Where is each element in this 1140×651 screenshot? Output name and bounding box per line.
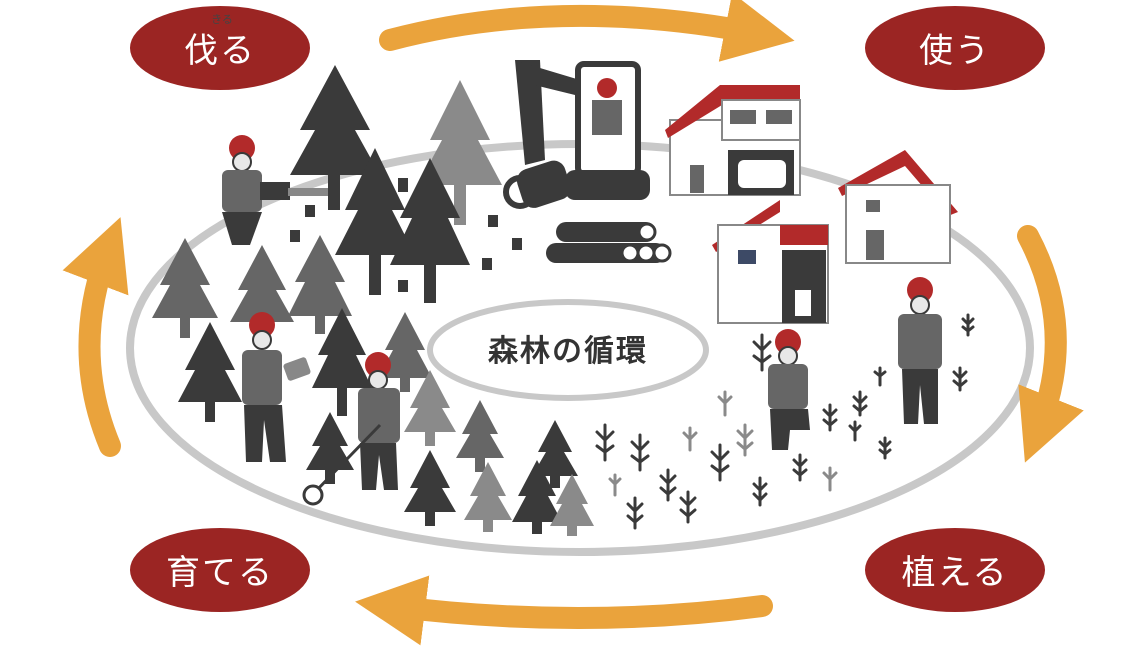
worker-icon <box>768 329 810 450</box>
conifer-tree-icon <box>404 450 456 526</box>
seedling-icon <box>710 443 730 482</box>
conifer-tree-icon <box>152 238 218 338</box>
seedling-icon <box>852 390 868 417</box>
seedlings <box>595 313 975 530</box>
seedling-icon <box>752 333 772 372</box>
arrow-right <box>1017 225 1084 463</box>
seedling-icon <box>752 476 768 507</box>
stage-ruby-cut: きる <box>211 13 233 26</box>
stage-label-cut: 伐る <box>184 31 256 71</box>
conifer-tree-icon <box>335 148 415 295</box>
stage-badge-plant: 植える <box>865 528 1045 612</box>
stage-badge-cut: きる 伐る <box>130 6 310 90</box>
conifer-tree-icon <box>404 370 456 446</box>
center-label: 森林の循環 <box>427 299 709 401</box>
seedling-icon <box>682 426 698 452</box>
seedling-icon <box>792 453 808 482</box>
excavator-icon <box>503 60 650 209</box>
stage-badge-use: 使う <box>865 6 1045 90</box>
stage-badge-grow: 育てる <box>130 528 310 612</box>
conifer-tree-icon <box>464 462 512 532</box>
seedling-icon <box>630 433 650 472</box>
seedling-icon <box>952 366 968 392</box>
chainsaw-icon <box>260 182 328 200</box>
seedling-icon <box>659 468 677 502</box>
conifer-tree-icon <box>378 312 432 392</box>
stage-label-plant: 植える <box>902 553 1009 593</box>
forest <box>152 65 594 536</box>
cycle-arrows <box>62 0 1084 646</box>
seedling-icon <box>961 313 975 337</box>
worker-icon <box>898 277 942 424</box>
seedling-icon <box>736 423 754 457</box>
tree-stumps <box>290 178 522 292</box>
conifer-tree-icon <box>550 474 594 536</box>
conifer-tree-icon <box>456 400 504 472</box>
conifer-tree-icon <box>390 158 470 303</box>
worker-icon <box>242 312 311 462</box>
conifer-tree-icon <box>288 235 352 334</box>
conifer-tree-icon <box>512 460 562 534</box>
seedling-icon <box>878 436 892 460</box>
seedling-icon <box>626 496 644 530</box>
worker-icon <box>302 352 400 506</box>
seedling-icon <box>873 366 887 387</box>
house-icon <box>838 150 958 264</box>
tablet-icon <box>283 357 311 381</box>
conifer-tree-icon <box>532 420 578 488</box>
worker-icon <box>222 135 328 245</box>
center-title: 森林の循環 <box>488 334 648 369</box>
seedling-icon <box>608 473 622 497</box>
seedling-icon <box>822 466 838 492</box>
log-pile-icon <box>546 222 672 263</box>
seedling-icon <box>717 390 733 417</box>
conifer-tree-icon <box>290 65 380 210</box>
house-icon <box>665 85 801 196</box>
seedling-icon <box>595 423 615 462</box>
arrow-left <box>62 217 129 457</box>
brush-cutter-icon <box>302 423 382 506</box>
seedling-icon <box>848 420 862 442</box>
seedling-icon <box>679 490 697 524</box>
seedling-icon <box>822 403 838 432</box>
conifer-tree-icon <box>178 322 242 422</box>
stage-label-grow: 育てる <box>166 553 274 593</box>
stage-label-use: 使う <box>919 31 991 71</box>
house-icon <box>712 200 829 324</box>
conifer-tree-icon <box>312 308 372 416</box>
arrow-bottom <box>355 575 773 646</box>
arrow-top <box>379 0 795 62</box>
